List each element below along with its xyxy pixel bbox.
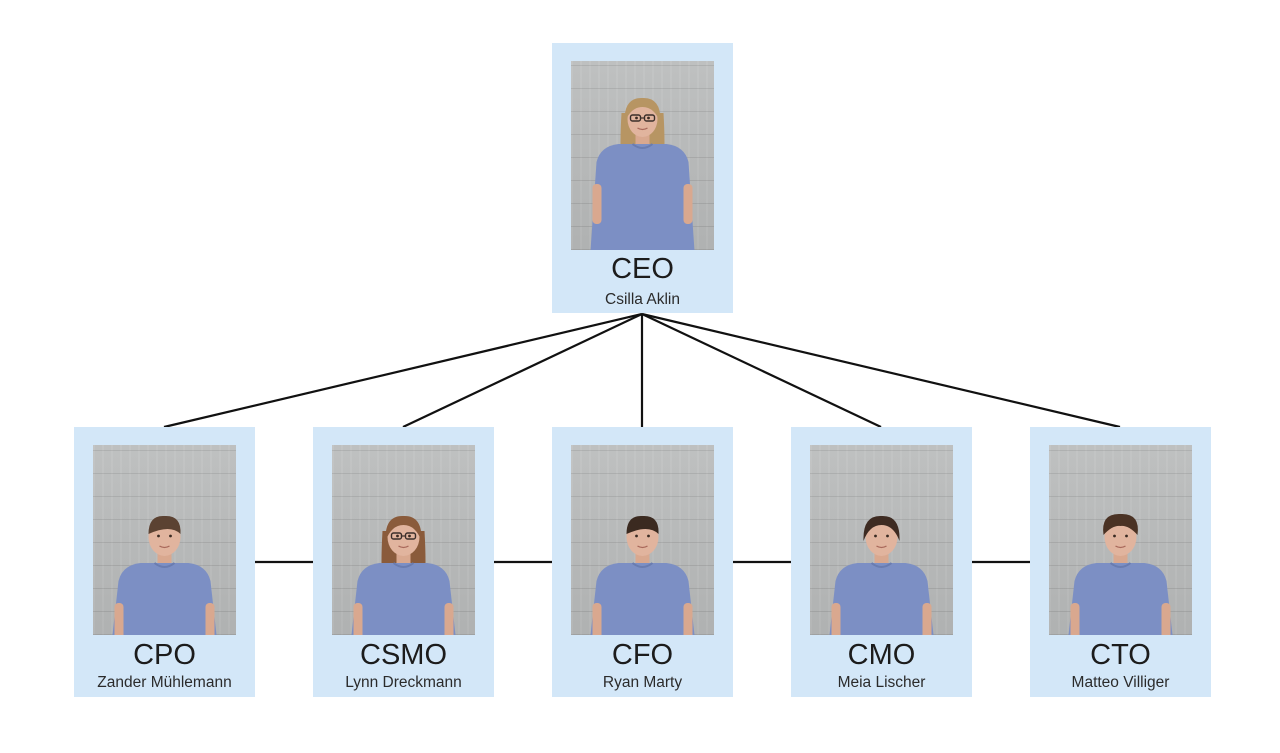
hair [148, 515, 181, 534]
head [387, 518, 420, 556]
person-figure [351, 515, 456, 635]
head [865, 518, 898, 556]
eye-right [647, 534, 650, 538]
name-csmo: Lynn Dreckmann [345, 674, 462, 691]
arm-left [592, 184, 602, 224]
role-cpo: CPO [133, 639, 196, 671]
hair [626, 515, 659, 534]
name-cfo: Ryan Marty [602, 674, 683, 691]
hair [624, 97, 661, 123]
eye-right [1125, 534, 1128, 538]
arm-left [353, 603, 363, 635]
hair [385, 515, 422, 541]
eye-left [635, 534, 638, 538]
eye-left [874, 534, 877, 538]
eye-left [635, 116, 638, 120]
mouth [398, 545, 409, 549]
shirt [590, 144, 695, 250]
shirt-collar [870, 562, 893, 568]
card-cto: CTO Matteo Villiger [1030, 427, 1211, 697]
connector-ceo-cmo [641, 313, 882, 428]
name-ceo: Csilla Aklin [605, 291, 680, 308]
card-ceo: CEO Csilla Aklin [552, 43, 733, 313]
person-figure [829, 515, 934, 635]
shirt [590, 563, 695, 635]
shirt [829, 563, 934, 635]
photo-ceo [571, 61, 714, 250]
shirt [1068, 563, 1173, 635]
card-cpo: CPO Zander Mühlemann [74, 427, 255, 697]
role-cmo: CMO [847, 639, 916, 671]
card-cfo: CFO Ryan Marty [552, 427, 733, 697]
photo-cfo [571, 445, 714, 635]
person-figure [1068, 513, 1173, 635]
photo-cmo [810, 445, 953, 635]
shirt-collar [1109, 562, 1132, 568]
role-cto: CTO [1090, 639, 1151, 671]
photo-cto [1049, 445, 1192, 635]
photo-cpo [93, 445, 236, 635]
connector-ceo-csmo [402, 313, 643, 428]
role-csmo: CSMO [360, 639, 447, 671]
eye-right [408, 534, 411, 538]
shirt-collar [631, 562, 654, 568]
arm-left [1070, 603, 1080, 635]
photo-csmo [332, 445, 475, 635]
hair [863, 515, 900, 541]
shirt-collar [153, 562, 176, 568]
shirt-collar [392, 562, 415, 568]
hair [1103, 513, 1138, 535]
connector-ceo-cpo [163, 312, 643, 429]
person-figure [112, 515, 217, 635]
arm-right [922, 603, 932, 635]
shirt-collar [631, 143, 654, 149]
name-cto: Matteo Villiger [1071, 674, 1170, 691]
arm-left [831, 603, 841, 635]
eye-left [1113, 534, 1116, 538]
card-cmo: CMO Meia Lischer [791, 427, 972, 697]
eye-right [886, 534, 889, 538]
eye-right [647, 116, 650, 120]
mouth [637, 127, 648, 131]
eye-left [157, 534, 160, 538]
person-figure [590, 515, 695, 635]
eye-right [169, 534, 172, 538]
mouth [159, 545, 170, 549]
role-cfo: CFO [611, 639, 674, 671]
connector-ceo-cto [641, 312, 1121, 429]
arm-right [444, 603, 454, 635]
shirt [112, 563, 217, 635]
arm-left [592, 603, 602, 635]
mouth [876, 545, 887, 549]
name-cmo: Meia Lischer [837, 674, 926, 691]
mouth [637, 545, 648, 549]
person-figure [590, 97, 695, 250]
arm-right [205, 603, 215, 635]
arm-right [1161, 603, 1171, 635]
shirt [351, 563, 456, 635]
head [627, 101, 658, 137]
mouth [1115, 545, 1126, 549]
card-csmo: CSMO Lynn Dreckmann [313, 427, 494, 697]
role-ceo: CEO [611, 253, 674, 285]
arm-right [683, 603, 693, 635]
eye-left [396, 534, 399, 538]
arm-right [683, 184, 693, 224]
name-cpo: Zander Mühlemann [97, 674, 232, 691]
arm-left [114, 603, 124, 635]
